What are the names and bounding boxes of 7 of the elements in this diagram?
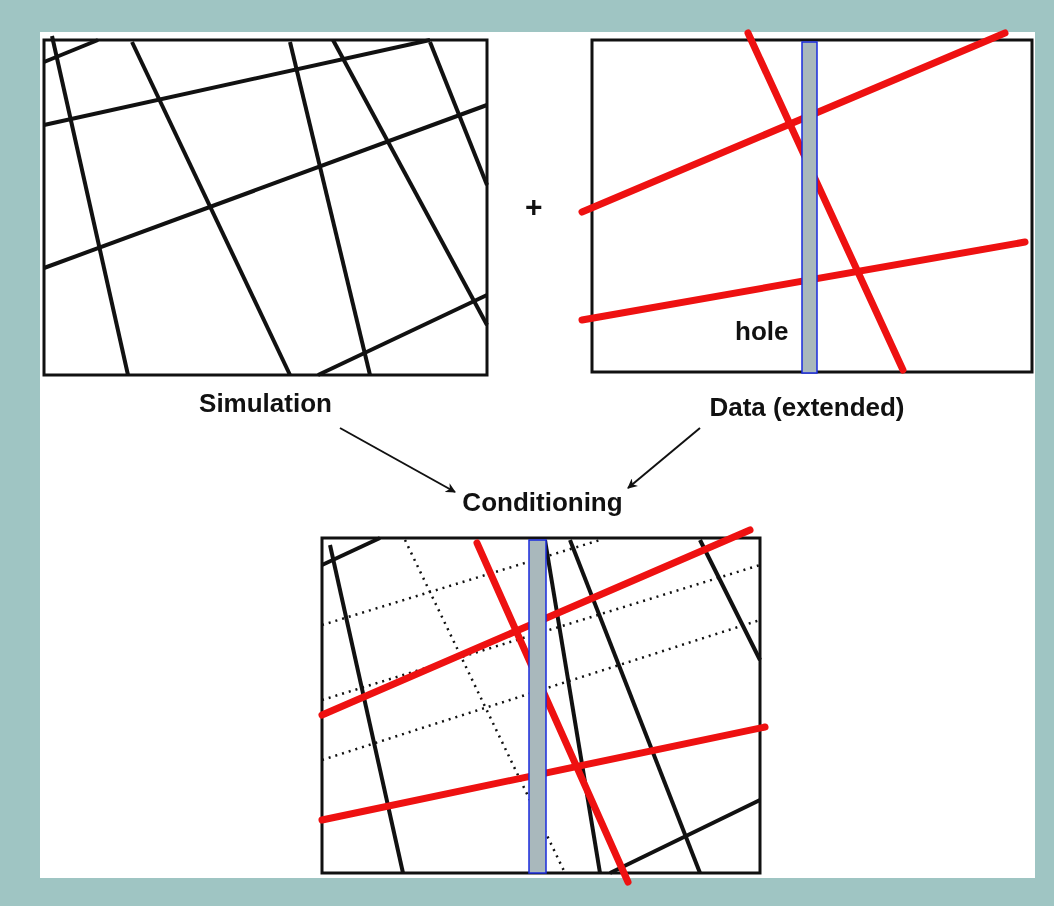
plus-sign: + [525, 190, 543, 224]
hole-label: hole [735, 316, 789, 347]
panel-caption: Simulation [199, 388, 332, 419]
panel-caption: Conditioning [462, 487, 623, 518]
panel-caption: Data (extended) [709, 392, 905, 423]
arrow [339, 427, 456, 493]
arrow [627, 427, 701, 489]
